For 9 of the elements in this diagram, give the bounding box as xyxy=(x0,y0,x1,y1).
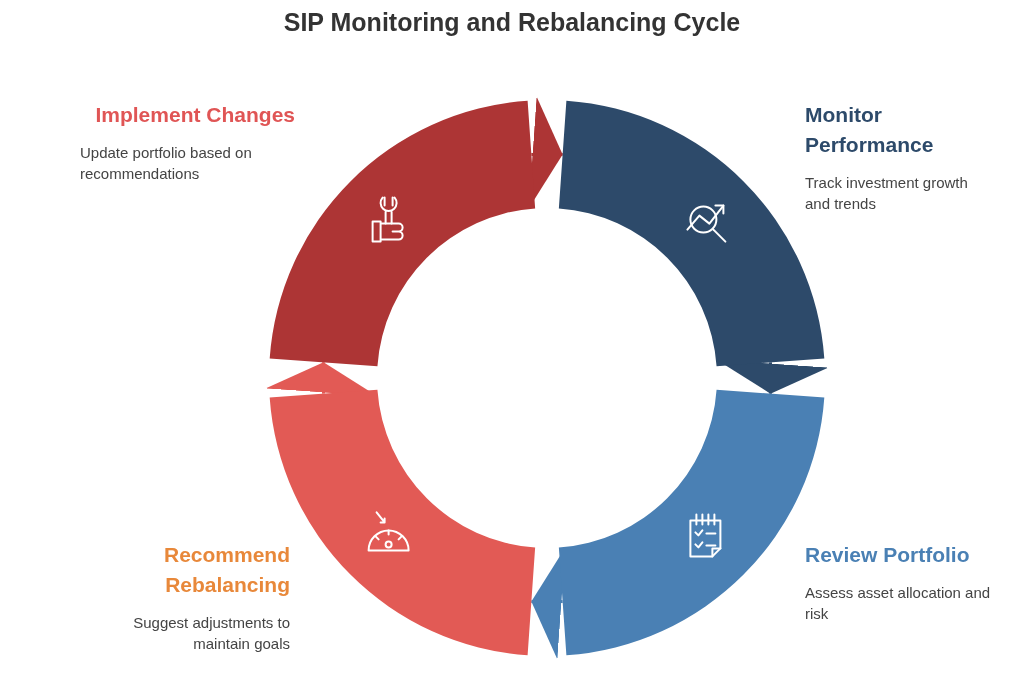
step-description: Update portfolio based on recommendations xyxy=(80,143,253,184)
step-heading: Recommend Rebalancing xyxy=(162,542,290,598)
step-heading: Implement Changes xyxy=(94,102,295,128)
step-description: Suggest adjustments to maintain goals xyxy=(132,613,290,654)
step-description: Assess asset allocation and risk xyxy=(805,583,992,624)
step-heading: Review Portfolio xyxy=(805,542,971,568)
diagram-title: SIP Monitoring and Rebalancing Cycle xyxy=(282,8,742,37)
step-heading: Monitor Performance xyxy=(805,102,935,158)
step-description: Track investment growth and trends xyxy=(805,173,969,214)
